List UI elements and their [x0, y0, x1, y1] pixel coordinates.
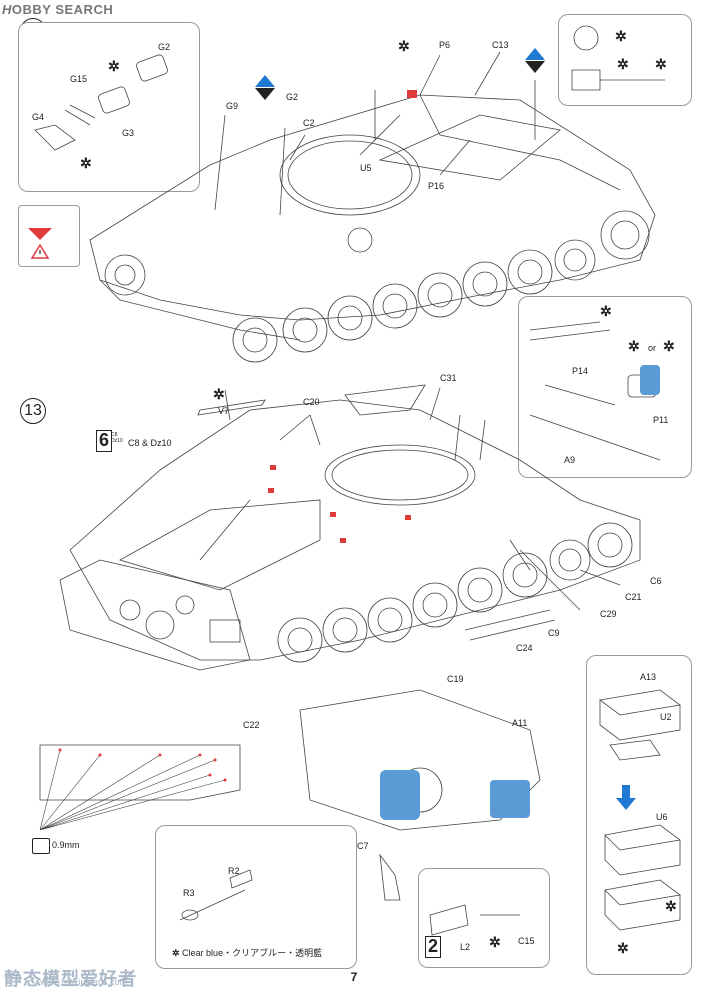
part-label-c2: C2 [303, 118, 315, 128]
part-label-u2: U2 [660, 712, 672, 722]
part-label-c9: C9 [548, 628, 560, 638]
part-label-c21: C21 [625, 592, 642, 602]
part-label-r3: R3 [183, 888, 195, 898]
page-number: 7 [350, 970, 358, 984]
site-logo: HOBBY SEARCH [2, 2, 113, 17]
red-parts [28, 90, 417, 543]
or-text: or [648, 343, 657, 353]
logo-text: OBBY SEARCH [11, 2, 114, 17]
paint-detail-inset [558, 14, 692, 106]
part-label-p16: P16 [428, 181, 445, 191]
rod-inset [155, 825, 357, 969]
paint-marker-icon: ✲ [655, 56, 667, 72]
part-label-g15: G15 [70, 74, 88, 84]
paint-marker-icon: ✲ [600, 303, 612, 319]
step-number-13: 13 [20, 398, 46, 424]
paint-marker-icon: ✲ [617, 940, 629, 956]
cable-cutter-inset [518, 296, 692, 478]
logo-mark: H [2, 2, 12, 17]
caution-inset [18, 205, 80, 267]
part-label-p11: P11 [653, 415, 669, 425]
road-wheels-step12 [104, 210, 650, 363]
part-label-p14: P14 [572, 366, 589, 376]
part-label-u5: U5 [360, 163, 372, 173]
part-label-c7: C7 [357, 841, 369, 851]
step12-detail-inset [18, 22, 200, 192]
part-label-c31: C31 [440, 373, 457, 383]
part-label-g3: G3 [122, 128, 135, 138]
part-label-v7: V7 [218, 406, 230, 416]
paint-marker-icon: ✲ [80, 155, 92, 171]
blue-arrows [255, 48, 636, 810]
part-label-g2: G2 [286, 92, 299, 102]
part-label-g4: G4 [32, 112, 45, 122]
paint-marker-icon: ✲ [615, 28, 627, 44]
drill-icon [32, 838, 50, 854]
part-label-l2: L2 [460, 942, 471, 952]
part-label-r2: R2 [228, 866, 240, 876]
part-label-c22: C22 [243, 720, 260, 730]
paint-marker-icon: ✲ [617, 56, 629, 72]
part-label-c13: C13 [492, 40, 509, 50]
warning-icon [30, 243, 50, 259]
part-label-a13: A13 [640, 672, 657, 682]
part-label-p6: P6 [439, 40, 451, 50]
paint-legend-swatch-icon: ✲ [172, 948, 183, 958]
paint-marker-icon: ✲ [663, 338, 675, 354]
wire-size-label: 0.9mm [52, 840, 80, 850]
part-label-c29: C29 [600, 609, 617, 619]
road-wheels-step13 [277, 522, 633, 663]
quantity-box-2: 2 [425, 936, 441, 958]
paint-marker-icon: ✲ [398, 38, 410, 54]
part-label-c19: C19 [447, 674, 464, 684]
watermark-text: 静态模型爱好者 [4, 969, 137, 989]
part-label-c8-dz10: C8 & Dz10 [128, 438, 172, 448]
quantity-box-6: 6 [96, 430, 112, 452]
paint-legend-text: ✲ Clear blue・クリアブルー・透明藍 [172, 946, 322, 959]
watermark-url: www.moxingfans.com [40, 977, 128, 987]
paint-marker-icon: ✲ [628, 338, 640, 354]
quantity-box-6-parts: C8 Dz10 [111, 432, 123, 444]
part-label-c15: C15 [518, 936, 535, 946]
paint-marker-icon: ✲ [108, 58, 120, 74]
part-label-a9: A9 [564, 455, 576, 465]
part-label-a11: A11 [512, 718, 528, 728]
part-label-c20: C20 [303, 397, 320, 407]
blue-parts [380, 365, 660, 820]
paint-legend-label: Clear blue・クリアブルー・透明藍 [182, 948, 323, 958]
paint-marker-icon: ✲ [489, 934, 501, 950]
part-label-c24: C24 [516, 643, 533, 653]
paint-marker-icon: ✲ [213, 386, 225, 402]
storage-box-inset [586, 655, 692, 975]
part-label-g2-inset: G2 [158, 42, 171, 52]
paint-marker-icon: ✲ [665, 898, 677, 914]
part-label-g9: G9 [226, 101, 239, 111]
part-label-u6: U6 [656, 812, 668, 822]
part-label-c6: C6 [650, 576, 662, 586]
